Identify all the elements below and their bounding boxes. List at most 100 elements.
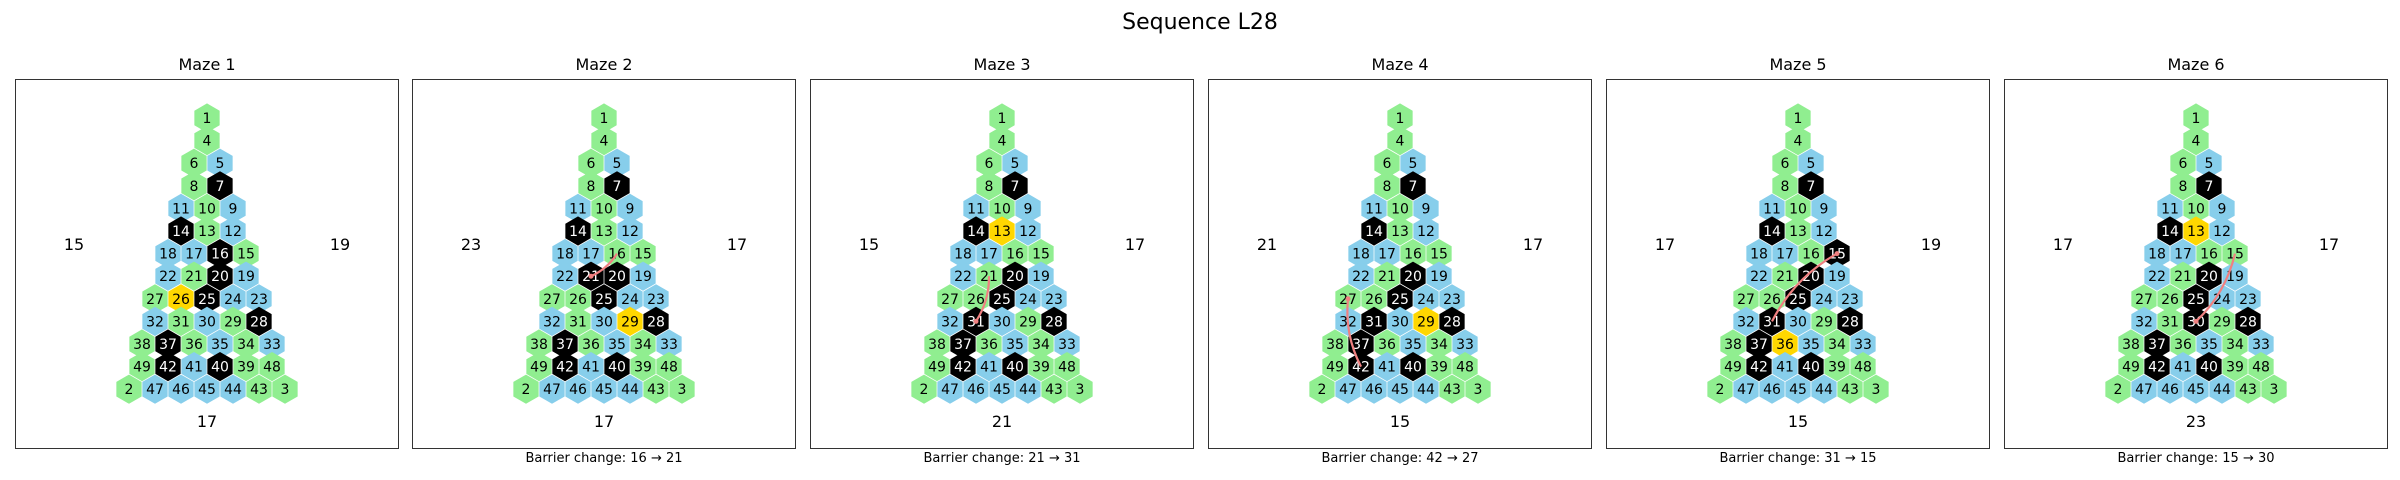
maze-cell bbox=[1028, 261, 1054, 291]
maze-cell-label: 8 bbox=[1383, 179, 1392, 195]
maze-cell-label: 12 bbox=[621, 224, 639, 240]
maze-cell-label: 46 bbox=[1763, 382, 1781, 398]
path-endpoint bbox=[1345, 296, 1351, 302]
maze-cell bbox=[1824, 352, 1850, 382]
maze-cell bbox=[630, 352, 656, 382]
maze-cell-label: 17 bbox=[2174, 247, 2192, 263]
maze-cell bbox=[578, 148, 604, 178]
maze-cell-label: 2 bbox=[522, 382, 531, 398]
maze-cell-label: 15 bbox=[1032, 247, 1050, 263]
maze-cell-label: 18 bbox=[954, 247, 972, 263]
maze-cell bbox=[129, 352, 155, 382]
maze-cell-label: 3 bbox=[281, 382, 290, 398]
maze-cell-label: 6 bbox=[1781, 156, 1790, 172]
maze-cell-label: 24 bbox=[1815, 292, 1833, 308]
maze-cell-label: 6 bbox=[587, 156, 596, 172]
maze-cell bbox=[1811, 216, 1837, 246]
maze-cell-label: 7 bbox=[1409, 179, 1418, 195]
barrier-change-caption: Barrier change: 42 → 27 bbox=[1321, 451, 1479, 466]
maze-cell-label: 4 bbox=[1794, 134, 1803, 150]
path-endpoint bbox=[1834, 251, 1840, 257]
side-label-bottom: 21 bbox=[992, 412, 1012, 431]
maze-cell bbox=[2183, 284, 2209, 314]
maze-cell-label: 28 bbox=[647, 314, 665, 330]
maze-cell-label: 45 bbox=[993, 382, 1011, 398]
maze-cell bbox=[1054, 352, 1080, 382]
maze-cell-label: 30 bbox=[595, 314, 613, 330]
maze-cell-label: 29 bbox=[1019, 314, 1037, 330]
maze-cell bbox=[565, 306, 591, 336]
barrier-change-caption: Barrier change: 21 → 31 bbox=[923, 451, 1081, 466]
maze-cell-label: 14 bbox=[2161, 224, 2179, 240]
maze-cell bbox=[1002, 171, 1028, 201]
maze-cell-label: 45 bbox=[2187, 382, 2205, 398]
maze-cell-label: 2 bbox=[2114, 382, 2123, 398]
maze-cell bbox=[1785, 374, 1811, 404]
maze-cell bbox=[181, 148, 207, 178]
barrier-change-caption: Barrier change: 15 → 30 bbox=[2117, 451, 2275, 466]
maze-cell bbox=[220, 374, 246, 404]
maze-cell bbox=[1785, 193, 1811, 223]
maze-cell bbox=[1811, 193, 1837, 223]
maze-cell-label: 11 bbox=[1763, 201, 1781, 217]
maze-cell bbox=[2170, 329, 2196, 359]
maze-cell-label: 41 bbox=[1776, 360, 1794, 376]
maze-cell bbox=[617, 216, 643, 246]
maze-cell-label: 14 bbox=[1365, 224, 1383, 240]
maze-cell bbox=[937, 284, 963, 314]
maze-cell bbox=[168, 193, 194, 223]
maze-cell-label: 16 bbox=[1006, 247, 1024, 263]
maze-cell bbox=[643, 284, 669, 314]
maze-cell bbox=[1335, 374, 1361, 404]
maze-cell-label: 9 bbox=[626, 201, 635, 217]
maze-cell bbox=[207, 352, 233, 382]
maze-cell-label: 48 bbox=[660, 360, 678, 376]
maze-cell-label: 17 bbox=[980, 247, 998, 263]
maze-cell-label: 37 bbox=[159, 337, 177, 353]
maze-cell bbox=[1746, 352, 1772, 382]
maze-cell bbox=[1400, 148, 1426, 178]
maze-cell-label: 28 bbox=[1443, 314, 1461, 330]
maze-cell-label: 3 bbox=[1076, 382, 1085, 398]
maze-cell-label: 35 bbox=[608, 337, 626, 353]
maze-cell bbox=[194, 193, 220, 223]
maze-cell-label: 35 bbox=[211, 337, 229, 353]
maze-cell bbox=[989, 374, 1015, 404]
maze-cell bbox=[2131, 374, 2157, 404]
maze-cell bbox=[1015, 193, 1041, 223]
maze-cell bbox=[168, 306, 194, 336]
maze-cell bbox=[1746, 239, 1772, 269]
maze-cell bbox=[1309, 374, 1335, 404]
maze-cell bbox=[1733, 374, 1759, 404]
side-label-right: 17 bbox=[2319, 235, 2339, 254]
maze-cell-label: 43 bbox=[647, 382, 665, 398]
maze-cell bbox=[656, 352, 682, 382]
maze-cell bbox=[591, 374, 617, 404]
maze-cell-label: 30 bbox=[198, 314, 216, 330]
maze-cell bbox=[1002, 148, 1028, 178]
maze-cell bbox=[963, 193, 989, 223]
maze-cell bbox=[950, 329, 976, 359]
maze-cell bbox=[1015, 306, 1041, 336]
maze-cell bbox=[1811, 374, 1837, 404]
maze-cell bbox=[1387, 374, 1413, 404]
maze-cell bbox=[2209, 284, 2235, 314]
maze-cell-label: 30 bbox=[993, 314, 1011, 330]
maze-cell bbox=[246, 374, 272, 404]
maze-cell-label: 29 bbox=[621, 314, 639, 330]
maze-cell-label: 34 bbox=[634, 337, 652, 353]
maze-cell-label: 1 bbox=[203, 111, 212, 127]
maze-cell bbox=[1452, 352, 1478, 382]
maze-cell-label: 15 bbox=[237, 247, 255, 263]
maze-cell-label: 18 bbox=[2148, 247, 2166, 263]
maze-cell-label: 12 bbox=[1417, 224, 1435, 240]
maze-cell-label: 11 bbox=[569, 201, 587, 217]
maze-cell bbox=[129, 329, 155, 359]
maze-cell bbox=[1772, 171, 1798, 201]
maze-cell bbox=[155, 352, 181, 382]
maze-cell bbox=[617, 374, 643, 404]
maze-cell-label: 46 bbox=[1365, 382, 1383, 398]
maze-cell bbox=[1733, 284, 1759, 314]
maze-cell bbox=[1361, 284, 1387, 314]
maze-cell bbox=[578, 239, 604, 269]
